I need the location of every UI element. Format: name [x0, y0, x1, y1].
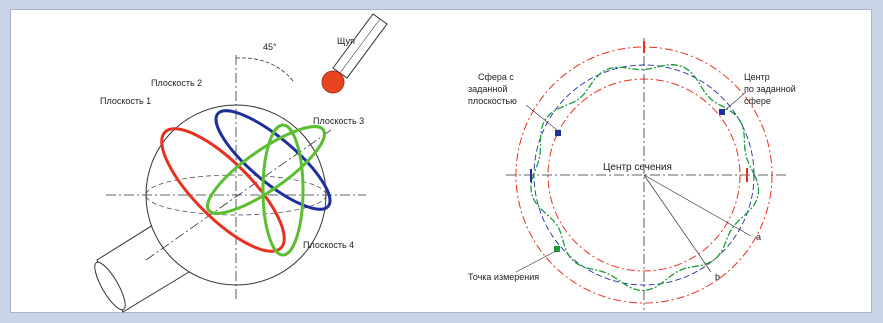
section-center-label: Центр сечения: [603, 162, 672, 173]
figure-panel: 45° Щуп Плоскость 2 Плоскость 1 Плоскост…: [10, 9, 872, 313]
measured-profile: [530, 64, 760, 292]
mark-b-label: b: [715, 272, 720, 282]
leader-reference: [525, 104, 558, 131]
leader-center: [723, 91, 747, 112]
angle-arc: [235, 57, 295, 83]
plane-3-ellipse: [206, 125, 326, 215]
leader-measurement: [515, 250, 557, 273]
measurement-point-marker: [554, 246, 560, 252]
circle-measurement-diagram: Сфера с заданной плоскостью Центр по зад…: [468, 38, 798, 310]
angle-label: 45°: [263, 42, 277, 52]
sphere-planes-diagram: 45° Щуп Плоскость 2 Плоскость 1 Плоскост…: [94, 13, 388, 313]
probe: [321, 13, 388, 94]
probe-ball: [321, 70, 345, 94]
center-sphere-label: Центр по заданной сфере: [744, 72, 798, 106]
mark-a-label: а: [756, 232, 761, 242]
plane-4-label: Плоскость 4: [303, 240, 354, 250]
plane-2-ellipse: [214, 109, 332, 211]
reference-point-marker: [555, 130, 561, 136]
measurement-point-label: Точка измерения: [468, 272, 539, 282]
probe-label: Щуп: [337, 36, 355, 46]
radius-line-b: [643, 174, 752, 237]
radius-line-a: [643, 174, 712, 273]
plane-2-label: Плоскость 2: [151, 78, 202, 88]
plane-1-label: Плоскость 1: [100, 96, 151, 106]
plane-3-label: Плоскость 3: [313, 116, 364, 126]
figure-canvas: 45° Щуп Плоскость 2 Плоскость 1 Плоскост…: [94, 13, 798, 313]
plane-4-ellipse: [261, 123, 305, 257]
reference-sphere-label: Сфера с заданной плоскостью: [468, 72, 517, 106]
center-point-marker: [719, 109, 725, 115]
plane-1-ellipse: [160, 127, 286, 253]
